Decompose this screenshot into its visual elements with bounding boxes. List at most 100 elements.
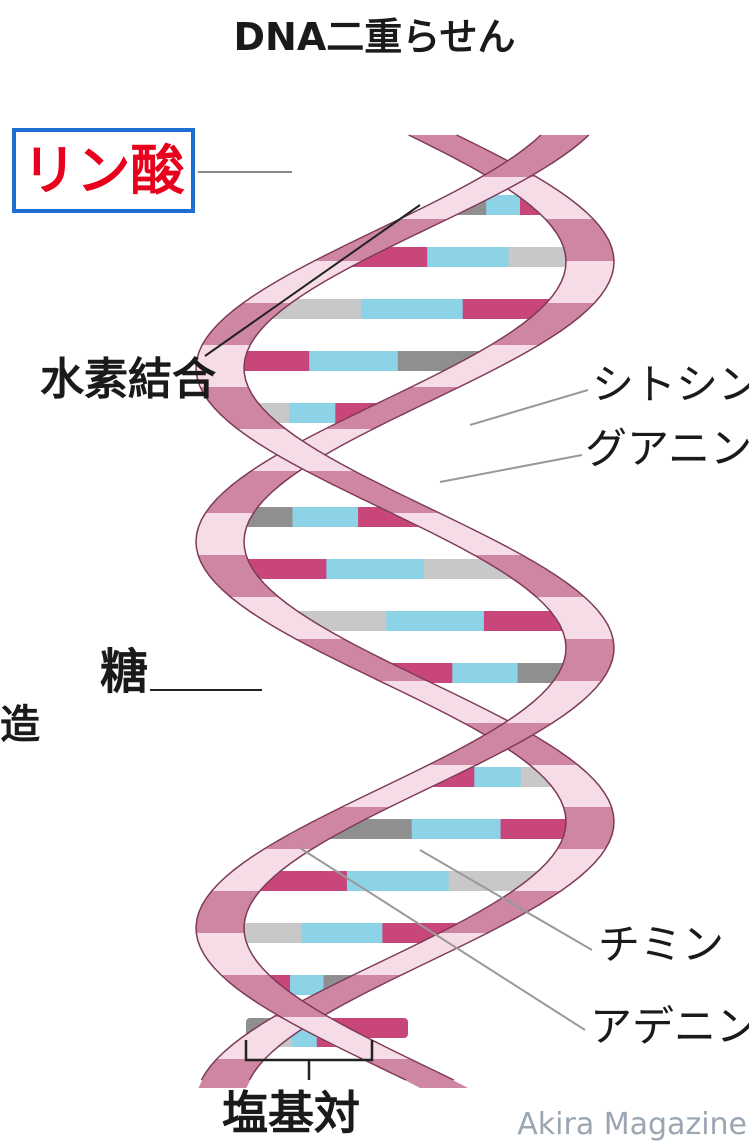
- backbone-segment: [306, 1031, 382, 1046]
- backbone-strand-b: [195, 134, 615, 1088]
- backbone-segment: [553, 667, 610, 682]
- backbone-segment: [370, 779, 448, 794]
- backbone-segment: [411, 933, 488, 948]
- backbone-segment: [221, 975, 286, 990]
- partial-left-label: 造: [0, 702, 40, 748]
- backbone-segment: [411, 373, 488, 388]
- backbone-segment: [200, 947, 257, 962]
- base-segment: [427, 247, 510, 267]
- backbone-segment: [563, 247, 614, 262]
- backbone-segment: [216, 1045, 281, 1060]
- backbone-segment: [196, 373, 249, 388]
- base-segment: [301, 923, 384, 943]
- backbone-segment: [196, 919, 245, 934]
- backbone-segment: [205, 499, 265, 514]
- backbone-segment: [370, 219, 448, 234]
- sugar-label: 糖: [100, 644, 149, 700]
- base-pair-bracket: [244, 1040, 374, 1080]
- backbone-segment: [200, 387, 257, 402]
- backbone-segment: [447, 541, 523, 556]
- backbone-segment: [529, 765, 594, 780]
- backbone-segment: [298, 989, 374, 1004]
- base-segment: [346, 871, 450, 891]
- backbone-segment: [225, 863, 292, 878]
- backbone-segment: [399, 205, 477, 220]
- backbone-segment: [428, 751, 504, 766]
- backbone-segment: [216, 485, 281, 500]
- backbone-segment: [563, 821, 614, 836]
- backbone-edge: [243, 134, 615, 1081]
- backbone-segment: [546, 849, 606, 864]
- backbone-segment: [325, 975, 402, 990]
- base-segment: [452, 663, 519, 683]
- backbone-segment: [428, 191, 504, 206]
- base-segment: [309, 351, 399, 371]
- backbone-segment: [208, 961, 270, 976]
- base-segment: [360, 299, 464, 319]
- backbone-segment: [202, 891, 260, 906]
- backbone-segment: [557, 835, 612, 850]
- backbone-segment: [391, 513, 469, 528]
- backbone-segment: [196, 541, 247, 556]
- base-segment: [386, 611, 485, 631]
- backbone-segment: [550, 611, 608, 626]
- backbone-segment: [512, 317, 580, 332]
- backbone-segment: [333, 485, 411, 500]
- backbone-segment: [314, 247, 390, 262]
- base-segment: [292, 507, 360, 527]
- backbone-segment: [563, 807, 614, 822]
- backbone-segment: [295, 639, 371, 654]
- backbone-segment: [196, 905, 251, 920]
- backbone-segment: [341, 233, 419, 248]
- backbone-segment: [556, 793, 612, 808]
- backbone-segment: [325, 415, 402, 430]
- backbone-segment: [436, 709, 512, 724]
- backbone-segment: [298, 429, 374, 444]
- base-pair-label: 塩基対: [222, 1086, 360, 1140]
- backbone-segment: [545, 779, 605, 794]
- phosphate-label-box: リン酸: [12, 128, 195, 213]
- backbone-segment: [287, 261, 363, 276]
- base-segment: [411, 819, 502, 839]
- backbone-segment: [204, 569, 264, 584]
- backbone-segment: [556, 233, 612, 248]
- backbone-segment: [531, 303, 595, 318]
- backbone-segment: [211, 877, 274, 892]
- backbone-segment: [518, 583, 585, 598]
- backbone-segment: [512, 877, 580, 892]
- base-segment: [326, 559, 426, 579]
- cytosine-label: シトシン: [592, 360, 749, 409]
- thymine-label: チミン: [598, 920, 725, 969]
- backbone-segment: [545, 219, 605, 234]
- backbone-segment: [408, 695, 485, 710]
- backbone-segment: [379, 681, 457, 696]
- backbone-segment: [455, 177, 530, 192]
- backbone-segment: [439, 919, 515, 934]
- backbone-segment: [540, 681, 602, 696]
- backbone-edge: [243, 134, 615, 1081]
- backbone-segment: [341, 793, 419, 808]
- backbone-segment: [306, 471, 382, 486]
- backbone-segment: [559, 625, 614, 640]
- backbone-segment: [524, 135, 589, 150]
- credit-watermark: Akira Magazine: [517, 1107, 747, 1142]
- backbone-segment: [353, 401, 431, 416]
- backbone-segment: [196, 345, 251, 360]
- leader-hydrogen-bond: [204, 204, 421, 357]
- base-pair-rungs: [220, 195, 591, 1047]
- backbone-segment: [196, 527, 247, 542]
- backbone-segment: [280, 1017, 355, 1032]
- backbone-segment: [399, 765, 477, 780]
- backbone-segment: [353, 961, 431, 976]
- backbone-segment: [382, 947, 460, 962]
- backbone-edge: [195, 134, 567, 1081]
- backbone-segment: [420, 527, 496, 542]
- backbone-segment: [529, 205, 594, 220]
- backbone-segment: [510, 191, 578, 206]
- backbone-segment: [271, 625, 344, 640]
- backbone-segment: [455, 737, 530, 752]
- leader-guanine: [439, 454, 583, 483]
- backbone-segment: [230, 597, 298, 612]
- leader-adenine: [299, 847, 586, 1031]
